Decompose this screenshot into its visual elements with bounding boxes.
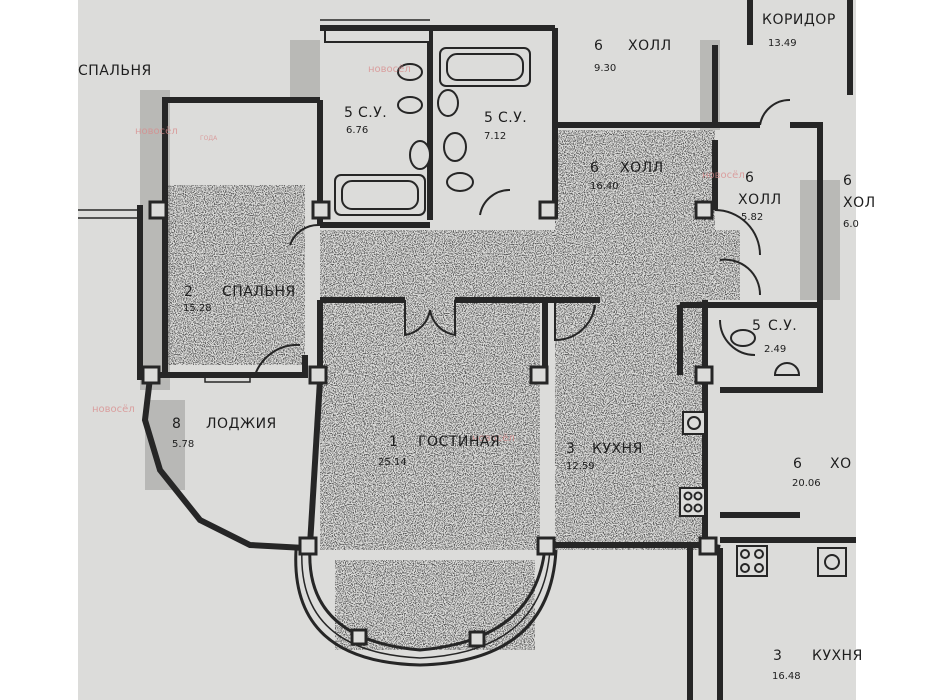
- room-number: 1: [389, 434, 398, 450]
- room-area: 9.30: [594, 63, 616, 74]
- room-area: 16.48: [772, 671, 801, 682]
- room-bedroom-2: 2 СПАЛЬНЯ 15.28: [183, 284, 296, 314]
- left-margin: [0, 0, 78, 700]
- room-kitchen: 3 КУХНЯ 12.59: [566, 441, 643, 472]
- doors: [254, 98, 791, 376]
- watermark-1: новосёл: [368, 64, 411, 75]
- room-area: 5.82: [741, 212, 763, 223]
- room-area: 16.40: [590, 181, 619, 192]
- room-number: 2: [184, 284, 193, 300]
- room-number: 6: [843, 173, 852, 189]
- room-area: 2.49: [764, 344, 786, 355]
- room-bath-right: 5 С.У. 7.12: [484, 110, 527, 142]
- room-name: С.У.: [498, 110, 527, 126]
- room-area: 7.12: [484, 131, 506, 142]
- room-name: КОРИДОР: [762, 12, 836, 28]
- room-hall-top: 6 ХОЛЛ 9.30: [594, 38, 672, 74]
- room-hall-right-bottom: 6 ХО 20.06: [792, 456, 852, 489]
- room-number: 6: [594, 38, 603, 54]
- watermarks: новосёл новосёл новосёл новосёл новосёл …: [92, 64, 745, 444]
- room-number: 8: [172, 416, 181, 432]
- windows: [78, 19, 430, 383]
- pillars: [141, 200, 718, 648]
- bay-window: [294, 547, 558, 667]
- room-name: С.У.: [358, 105, 387, 121]
- room-area: 12.59: [566, 461, 595, 472]
- room-bath-left: 5 С.У. 6.76: [344, 105, 387, 136]
- room-name: ХОЛ: [843, 195, 876, 211]
- watermark-badge: ГОДА: [200, 135, 218, 142]
- room-name: ЛОДЖИЯ: [206, 416, 277, 432]
- room-name: КУХНЯ: [812, 648, 863, 664]
- speckled-floors: [165, 130, 740, 650]
- room-area: 5.78: [172, 439, 194, 450]
- room-area: 20.06: [792, 478, 821, 489]
- room-area: 6.0: [843, 219, 859, 230]
- room-living: 1 ГОСТИНАЯ 25.14: [378, 434, 500, 468]
- room-name: СПАЛЬНЯ: [222, 284, 296, 300]
- room-number: 6: [745, 170, 754, 186]
- room-number: 5: [484, 110, 493, 126]
- room-name: ХОЛЛ: [628, 38, 672, 54]
- room-area: 25.14: [378, 457, 407, 468]
- room-loggia: 8 ЛОДЖИЯ 5.78: [172, 416, 277, 450]
- room-name: ГОСТИНАЯ: [418, 434, 500, 450]
- room-bedroom-topleft: СПАЛЬНЯ: [78, 63, 152, 79]
- room-area: 15.28: [183, 303, 212, 314]
- fixtures: [324, 29, 847, 577]
- room-name: ХОЛЛ: [738, 192, 782, 208]
- room-kitchen-bottom: 3 КУХНЯ 16.48: [772, 648, 863, 682]
- walls: [137, 0, 856, 700]
- room-corridor-top: КОРИДОР 13.49: [762, 12, 836, 49]
- right-margin: [856, 0, 933, 700]
- room-area: 13.49: [768, 38, 797, 49]
- room-name: ХОЛЛ: [620, 160, 664, 176]
- watermark-5: новосёл: [472, 433, 515, 444]
- room-number: 3: [773, 648, 782, 664]
- room-area: 6.76: [346, 125, 368, 136]
- room-name: ХО: [830, 456, 852, 472]
- watermark-2: новосёл: [135, 126, 178, 137]
- room-number: 5: [344, 105, 353, 121]
- watermark-3: новосёл: [702, 170, 745, 181]
- room-name: С.У.: [768, 318, 797, 334]
- room-name: СПАЛЬНЯ: [78, 63, 152, 79]
- room-name: КУХНЯ: [592, 441, 643, 457]
- room-number: 6: [590, 160, 599, 176]
- room-number: 6: [793, 456, 802, 472]
- room-wc-small: 5 С.У. 2.49: [752, 318, 797, 355]
- room-number: 3: [566, 441, 575, 457]
- room-number: 5: [752, 318, 761, 334]
- watermark-4: новосёл: [92, 404, 135, 415]
